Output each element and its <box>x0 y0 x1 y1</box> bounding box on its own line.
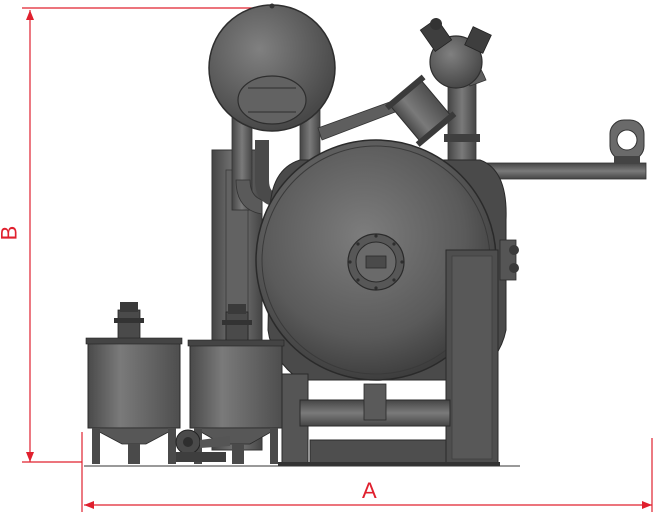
transfer-pump <box>175 429 230 462</box>
side-exhaust-pipe <box>482 119 647 184</box>
chemical-tank-left <box>85 302 183 464</box>
dimension-a <box>81 432 653 512</box>
drum-base <box>278 373 500 467</box>
dimension-b <box>22 7 272 463</box>
dimension-b-label: B <box>0 226 21 241</box>
dimension-a-label: A <box>362 478 377 503</box>
front-panel <box>445 249 499 466</box>
